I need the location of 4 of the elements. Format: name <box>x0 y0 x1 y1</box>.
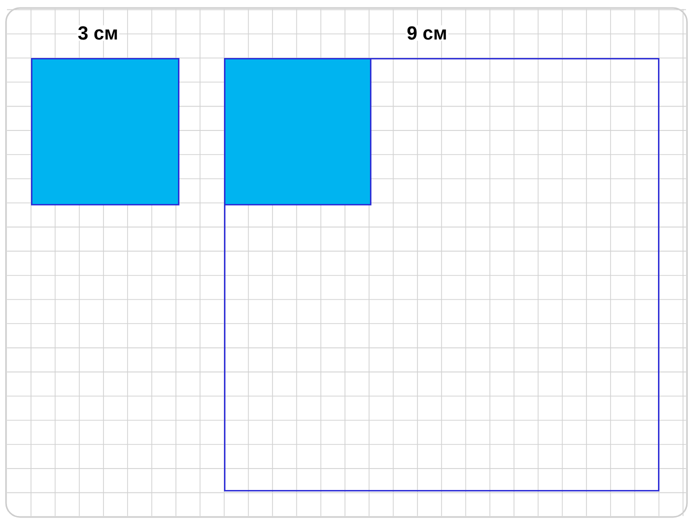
dimension-label: 3 см <box>76 25 120 41</box>
filled-square <box>31 58 180 206</box>
filled-square <box>224 58 372 206</box>
dimension-label: 9 см <box>406 25 448 41</box>
